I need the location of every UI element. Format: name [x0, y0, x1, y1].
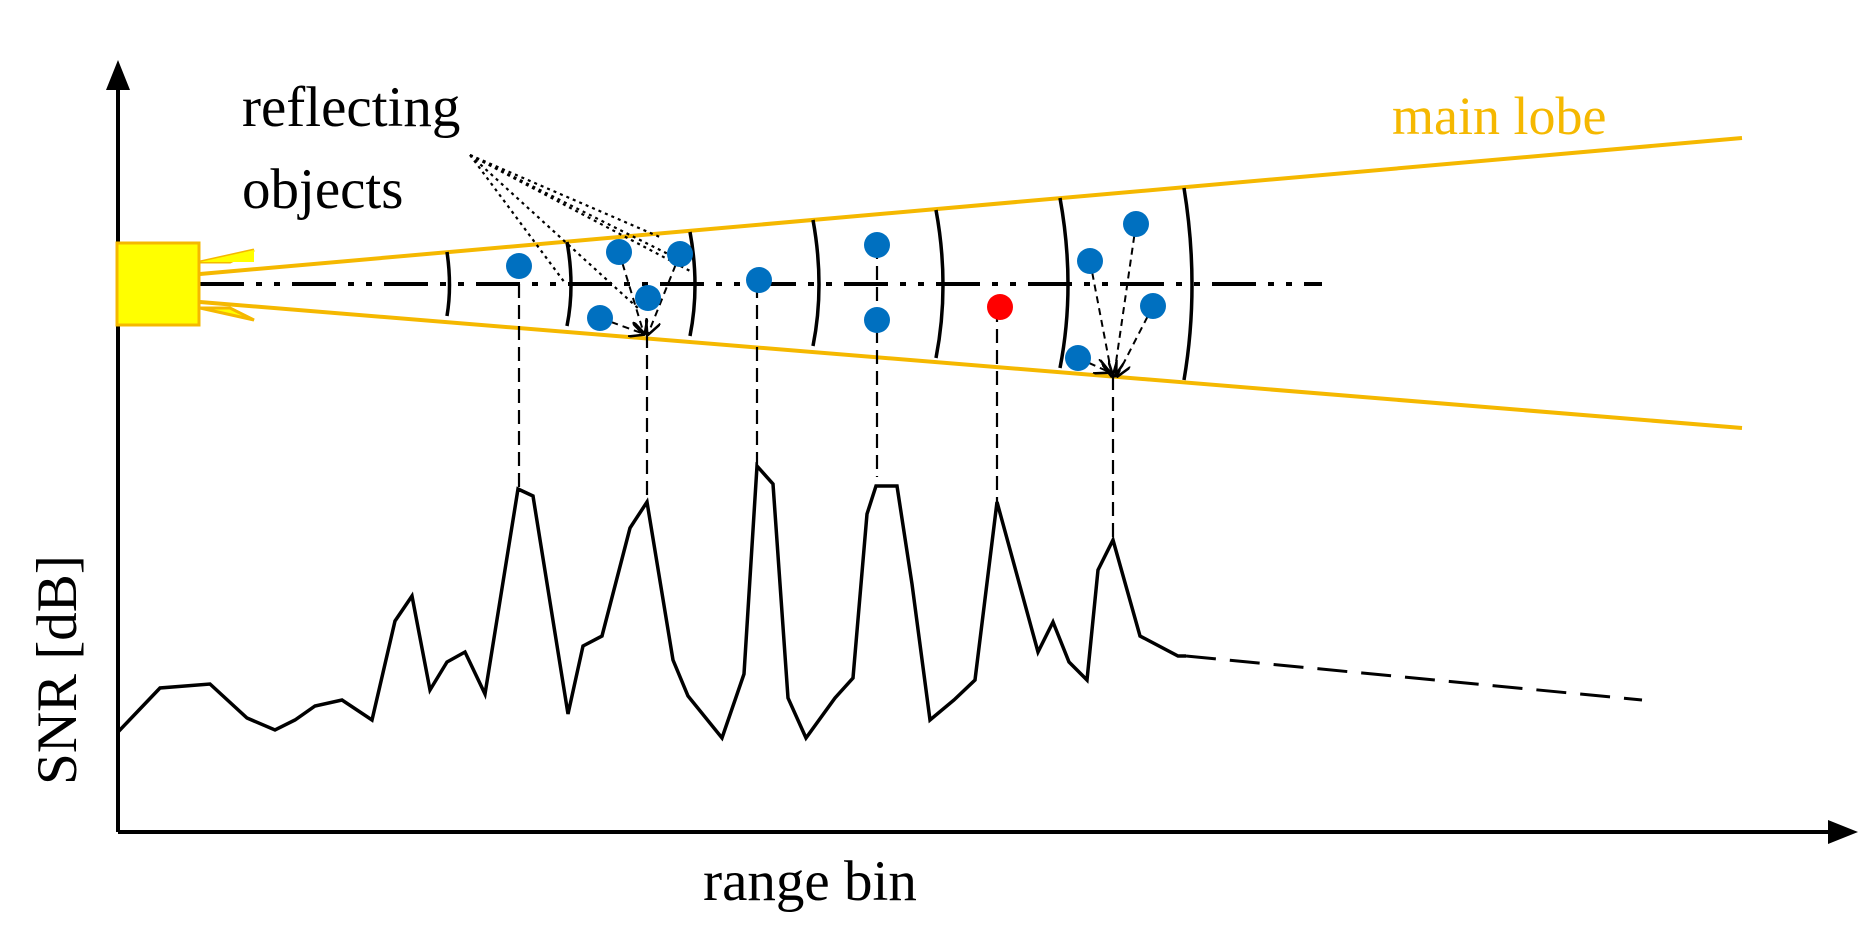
snr-curve	[116, 461, 1186, 742]
range-bin-arc	[445, 251, 452, 317]
reflecting-object	[635, 285, 661, 311]
x-axis-label: range bin	[703, 850, 917, 913]
y-axis-arrowhead	[106, 60, 130, 90]
range-bin-arcs	[445, 187, 1194, 381]
target-object	[987, 294, 1013, 320]
y-axis-label: SNR [dB]	[26, 555, 89, 785]
main-lobe-label: main lobe	[1392, 86, 1606, 146]
reflecting-object	[506, 253, 532, 279]
range-bin-arc	[811, 219, 821, 347]
x-axis-arrowhead	[1828, 820, 1858, 844]
reflecting-objects-label-line2: objects	[242, 158, 403, 221]
reflecting-object	[1065, 345, 1091, 371]
radar-sensor-icon	[115, 241, 255, 327]
main-lobe	[199, 136, 1743, 430]
range-bin-arc	[688, 231, 697, 337]
main-lobe-upper-edge	[199, 136, 1743, 276]
range-bin-arc	[1058, 197, 1070, 369]
snr-curve-extrapolation	[1185, 654, 1643, 702]
reflecting-objects-label-line1: reflecting	[242, 76, 460, 139]
reflecting-object	[667, 241, 693, 267]
projection-lines	[517, 245, 1115, 540]
range-bin-arc	[1182, 187, 1194, 381]
reflecting-object	[1140, 293, 1166, 319]
range-bin-arc	[565, 241, 573, 327]
range-bin-arc	[934, 209, 945, 359]
reflecting-object	[864, 232, 890, 258]
main-lobe-lower-edge	[199, 300, 1743, 430]
reflecting-object	[1123, 211, 1149, 237]
label-pointers	[469, 153, 693, 311]
reflecting-object	[864, 307, 890, 333]
reflecting-object	[587, 305, 613, 331]
reflecting-object	[746, 267, 772, 293]
reflecting-object	[1077, 248, 1103, 274]
reflecting-object	[606, 239, 632, 265]
axes	[106, 60, 1858, 844]
reflecting-objects	[506, 211, 1166, 371]
